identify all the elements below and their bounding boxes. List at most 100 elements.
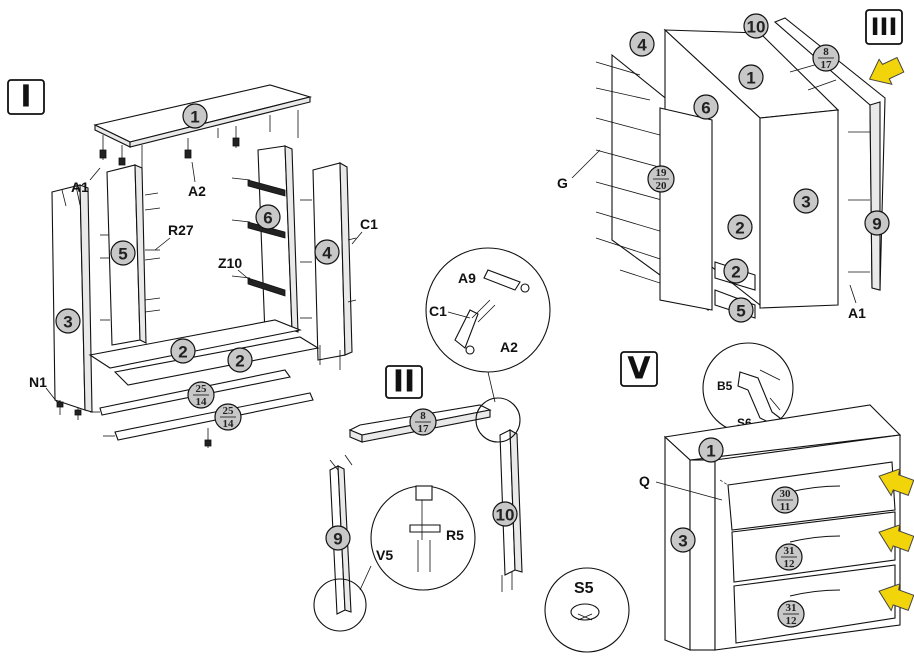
badge-step3-6: 6 xyxy=(693,94,719,120)
svg-text:12: 12 xyxy=(784,558,796,570)
badge-step3-2a: 2 xyxy=(727,214,753,240)
badge-frame-8-17: 8 17 xyxy=(409,408,437,436)
rail-upper xyxy=(88,319,302,369)
step-2-label: II xyxy=(393,365,415,400)
badge-inner-6: 6 xyxy=(255,204,281,230)
svg-text:25: 25 xyxy=(196,383,208,395)
step-2-box xyxy=(385,365,423,399)
label-r27: R27 xyxy=(168,222,194,238)
svg-text:19: 19 xyxy=(656,167,668,179)
badge-step3-4: 4 xyxy=(629,31,655,57)
svg-text:4: 4 xyxy=(322,244,332,263)
badge-step3-1: 1 xyxy=(738,64,764,90)
badge-top-1: 1 xyxy=(182,103,208,129)
label-n1: N1 xyxy=(29,374,47,390)
svg-text:10: 10 xyxy=(496,506,515,525)
svg-text:3: 3 xyxy=(63,313,72,332)
badge-step3-5: 5 xyxy=(728,297,754,323)
chest-side xyxy=(689,459,716,651)
svg-text:17: 17 xyxy=(821,59,833,71)
svg-text:14: 14 xyxy=(196,396,208,408)
label-b5: B5 xyxy=(717,379,733,393)
badge-rail-2a: 2 xyxy=(170,338,196,364)
side-panel-left xyxy=(51,184,86,411)
arrow-drawer-3 xyxy=(878,583,914,612)
step-3-box xyxy=(865,9,903,45)
label-a1-step3: A1 xyxy=(848,305,866,321)
svg-text:5: 5 xyxy=(736,302,745,321)
label-g: G xyxy=(557,175,568,191)
svg-text:1: 1 xyxy=(706,442,715,461)
svg-text:30: 30 xyxy=(780,488,792,500)
step-5-group: V B5 S6 1 3 30 11 xyxy=(620,342,914,651)
svg-text:2: 2 xyxy=(235,352,244,371)
label-a2: A2 xyxy=(188,183,206,199)
svg-text:25: 25 xyxy=(223,405,235,417)
svg-text:6: 6 xyxy=(263,209,272,228)
arrow-drawer-1 xyxy=(878,468,914,497)
label-a2-detail: A2 xyxy=(500,339,518,355)
badge-step3-19-20: 19 20 xyxy=(647,165,675,193)
svg-text:14: 14 xyxy=(223,418,235,430)
top-dowels xyxy=(99,110,299,170)
badge-rail-2b: 2 xyxy=(227,347,253,373)
drawer-1 xyxy=(727,461,896,531)
step-3-group: III 4 1 6 19 20 xyxy=(557,9,905,323)
svg-text:9: 9 xyxy=(872,215,881,234)
svg-text:31: 31 xyxy=(786,602,797,614)
label-z10: Z10 xyxy=(218,255,242,271)
badge-drawer-30-11: 30 11 xyxy=(771,486,799,514)
step-1-box xyxy=(7,79,45,115)
badge-step5-1: 1 xyxy=(698,437,724,463)
step-1-label: I xyxy=(20,80,31,115)
svg-text:8: 8 xyxy=(420,410,426,422)
svg-text:8: 8 xyxy=(823,46,829,58)
label-r5: R5 xyxy=(446,527,464,543)
svg-text:2: 2 xyxy=(178,343,187,362)
divider-panel xyxy=(659,107,713,311)
badge-rail-25-14-a: 25 14 xyxy=(187,381,215,409)
svg-text:4: 4 xyxy=(637,36,647,55)
badge-side-left-3: 3 xyxy=(55,308,81,334)
badge-step3-9: 9 xyxy=(864,210,890,236)
badge-step3-2b: 2 xyxy=(723,258,749,284)
label-a1: A1 xyxy=(71,179,89,195)
rail-front-2 xyxy=(114,392,314,441)
badge-side-right-4: 4 xyxy=(314,239,340,265)
svg-text:3: 3 xyxy=(801,193,810,212)
svg-text:2: 2 xyxy=(731,263,740,282)
svg-text:12: 12 xyxy=(786,615,798,627)
badge-drawer-31-12-b: 31 12 xyxy=(777,600,805,628)
badge-leg-9: 9 xyxy=(325,525,351,551)
svg-text:10: 10 xyxy=(747,18,766,37)
label-c1-detail: C1 xyxy=(429,303,447,319)
svg-text:5: 5 xyxy=(118,245,127,264)
badge-drawer-31-12-a: 31 12 xyxy=(775,543,803,571)
svg-text:11: 11 xyxy=(780,501,790,513)
svg-text:3: 3 xyxy=(678,532,687,551)
badge-step3-3: 3 xyxy=(793,188,819,214)
svg-text:2: 2 xyxy=(735,219,744,238)
svg-text:6: 6 xyxy=(701,99,710,118)
svg-text:31: 31 xyxy=(784,545,795,557)
step-5-box xyxy=(620,351,658,387)
label-q: Q xyxy=(639,473,650,489)
drawer-3 xyxy=(733,564,896,644)
badge-step5-3: 3 xyxy=(670,527,696,553)
label-s5: S5 xyxy=(574,580,594,597)
svg-text:1: 1 xyxy=(746,69,755,88)
svg-text:1: 1 xyxy=(190,108,199,127)
badge-rail-25-14-b: 25 14 xyxy=(214,403,242,431)
svg-text:20: 20 xyxy=(656,180,668,192)
step-5-label: V xyxy=(627,352,651,387)
badge-leg-10: 10 xyxy=(492,501,518,527)
step-3-label: III xyxy=(871,13,898,41)
drawer-3-handle xyxy=(789,589,841,597)
badge-step3-10: 10 xyxy=(743,13,769,39)
drawer-runners xyxy=(231,177,286,297)
drawer-2 xyxy=(731,511,896,583)
label-a9: A9 xyxy=(458,270,476,286)
svg-text:9: 9 xyxy=(333,530,342,549)
badge-step3-8-17: 8 17 xyxy=(812,44,840,72)
